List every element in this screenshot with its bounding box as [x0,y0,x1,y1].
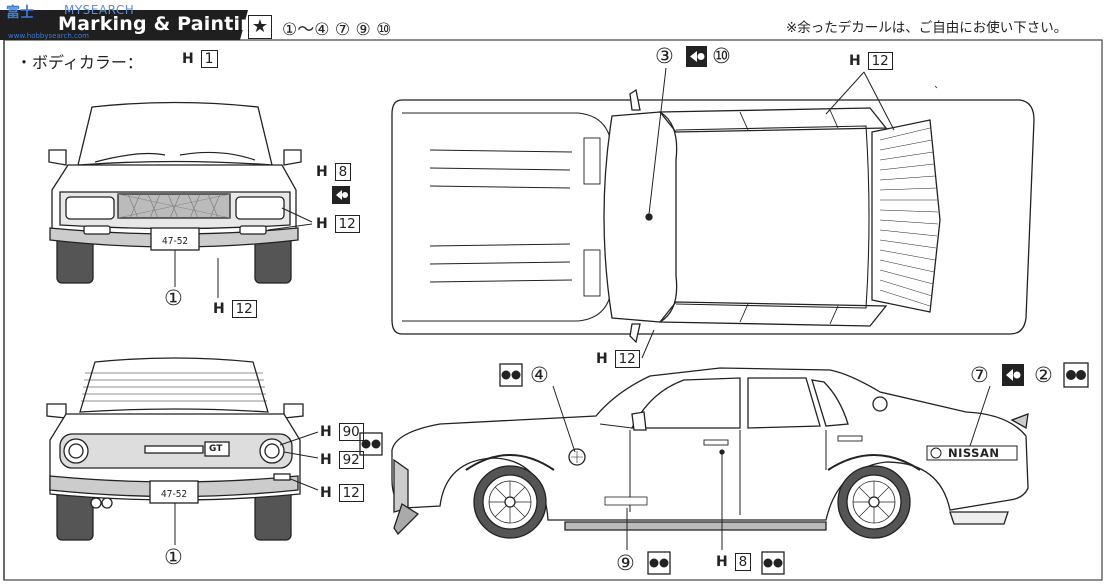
top-decal-number-3: ③ [655,44,674,68]
rear-callout-h92: H 92 [320,451,364,469]
front-decal-number: ① [164,286,183,310]
paint-prefix: H [316,164,328,180]
rear-decal-icon [359,432,383,456]
paint-prefix: H [213,301,225,317]
paint-number: 12 [231,300,257,318]
decal-range: ①～④ ⑦ ⑨ ⑩ [282,20,392,40]
side-view-car [391,367,1029,550]
paint-prefix: H [316,216,328,232]
front-callout-h8: H 8 [316,163,352,181]
watermark-site: MYSEARCH [64,3,135,17]
paint-prefix: H [849,53,861,69]
body-color-label: ・ボディカラー： [16,53,143,72]
front-plate-text: 47-52 [162,236,189,247]
side-decal-number-9: ⑨ [616,551,635,575]
rear-callout-h90: H 90 [320,423,364,441]
side-decal-icon-9 [647,551,671,575]
front-callout-h12-lights: H 12 [316,215,360,233]
side-decal-icon-4 [499,363,523,387]
page-title: Marking & Painting [58,13,268,35]
side-decal-icon-7 [1002,364,1024,386]
paint-prefix: H [320,485,332,501]
side-decal-icon-2 [1063,362,1089,388]
paint-number: 90 [338,423,364,441]
top-view-car [391,67,1035,359]
watermark-logo: 富士 [6,5,34,21]
paint-prefix: H [182,51,194,67]
front-decal-icon [332,186,350,204]
side-decal-number-7: ⑦ [970,363,989,387]
paint-number: 92 [338,451,364,469]
top-decal-number-10: ⑩ [712,44,731,68]
paint-prefix: H [716,554,728,570]
front-view-car [48,101,313,298]
side-decal-number-2: ② [1034,363,1053,387]
star-icon: ★ [248,15,272,39]
nissan-decal-text: NISSAN [948,446,1000,460]
side-decal-number-4: ④ [530,363,549,387]
top-callout-h12-mirror: H 12 [596,350,640,368]
note-text: ※余ったデカールは、ご自由にお使い下さい。 [786,20,1068,36]
rear-callout-h12: H 12 [320,484,364,502]
paint-number: 12 [614,350,640,368]
paint-number: 12 [338,484,364,502]
paint-number: 12 [334,215,360,233]
side-decal-icon-h8 [761,551,785,575]
paint-number: 8 [334,163,352,181]
top-callout-h12-windows: H 12 [849,52,893,70]
paint-prefix: H [320,452,332,468]
side-callout-h8: H 8 [716,553,752,571]
top-decal-icon [686,46,707,67]
body-color-code: H 1 [182,50,218,68]
rear-plate-text: 47-52 [161,489,188,500]
paint-number: 8 [734,553,752,571]
paint-prefix: H [596,351,608,367]
watermark-url: www.hobbysearch.com [8,32,89,40]
rear-view-car [46,357,319,545]
rear-decal-number: ① [164,545,183,569]
front-callout-h12-bumper: H 12 [213,300,257,318]
header-bar [0,10,238,40]
paint-prefix: H [320,424,332,440]
paint-number: 1 [200,50,218,68]
rear-gt-emblem: GT [209,444,223,454]
paint-number: 12 [867,52,893,70]
